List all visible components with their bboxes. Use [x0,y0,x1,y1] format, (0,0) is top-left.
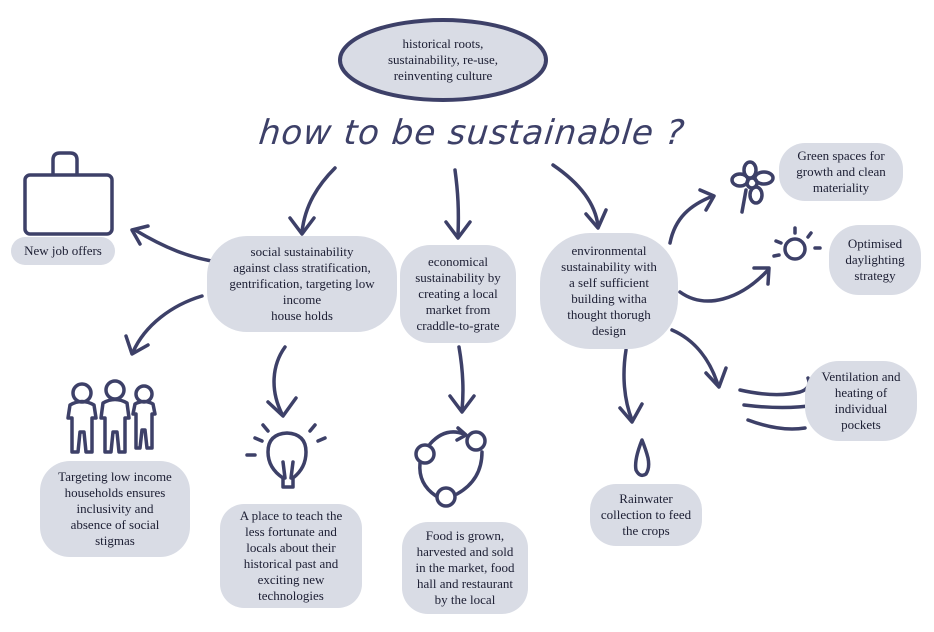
top-node-outline [338,18,548,102]
arrow-to-job-offers [130,224,220,264]
wind-icon [738,376,817,431]
environmental-sustainability-node: environmental sustainability with a self… [540,233,678,349]
ventilation-node: Ventilation and heating of individual po… [805,361,917,441]
social-sustainability-node: social sustainability against class stra… [207,236,397,332]
daylighting-node: Optimised daylighting strategy [829,225,921,295]
flower-icon [730,160,775,214]
water-drop-icon [633,438,651,478]
rainwater-node: Rainwater collection to feed the crops [590,484,702,546]
arrow-to-green [668,188,716,245]
top-node: historical roots, sustainability, re-use… [388,36,498,83]
economical-sustainability-node: economical sustainability by creating a … [400,245,516,343]
arrow-to-low-income [124,294,204,356]
teach-node: A place to teach the less fortunate and … [220,504,362,608]
arrow-to-daylight [678,266,771,303]
green-spaces-node: Green spaces for growth and clean materi… [779,143,903,201]
arrow-to-teach [266,345,298,418]
food-node: Food is grown, harvested and sold in the… [402,522,528,614]
arrow-to-ventilation [670,328,728,389]
arrow-to-economical [444,168,472,240]
low-income-node: Targeting low income households ensures … [40,461,190,557]
sun-icon [772,226,822,261]
briefcase-icon [23,151,114,236]
people-icon [66,379,157,454]
job-offers-node: New job offers [11,237,115,265]
lightbulb-icon [245,423,327,489]
arrow-to-environmental [551,163,608,230]
arrow-to-social [288,166,337,236]
arrow-to-food [448,345,476,414]
arrow-to-rainwater [618,348,644,424]
diagram-title: how to be sustainable ? [256,113,688,153]
cycle-icon [414,426,487,508]
